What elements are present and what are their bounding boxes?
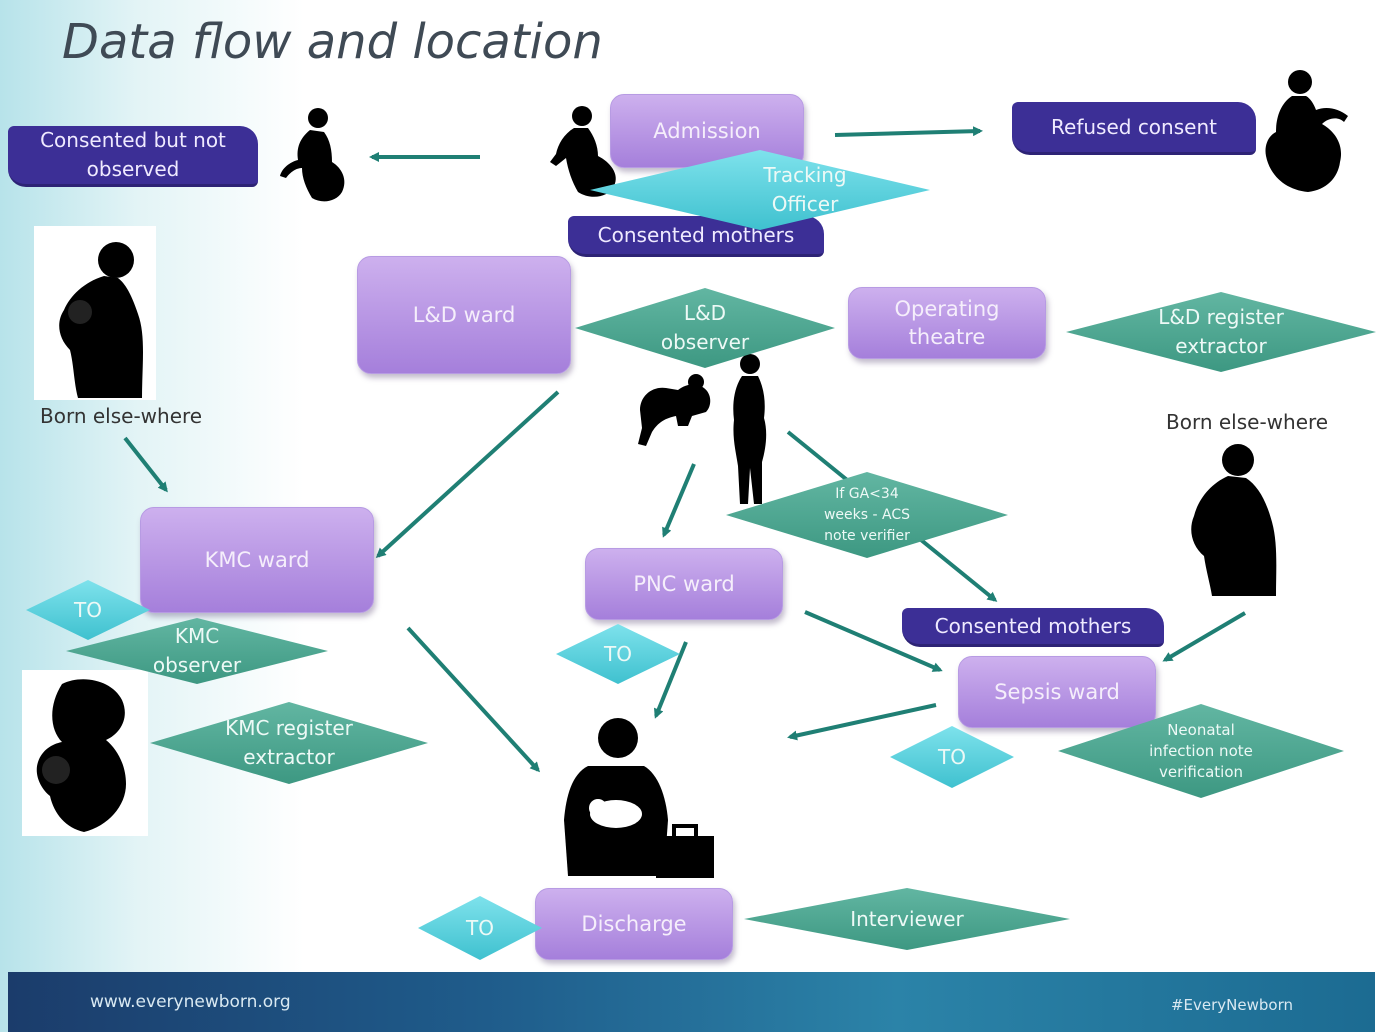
banner-refused-consent: Refused consent [1012,102,1256,155]
footer-hashtag: #EveryNewborn [1170,996,1293,1014]
label-born-elsewhere-left: Born else-where [40,404,203,428]
role-to-discharge-label: TO [466,915,494,940]
banner-consented-not-observed: Consented but not observed [8,126,258,187]
mother-holding-baby-frame [22,670,148,836]
role-interviewer-label: Interviewer [850,906,964,931]
node-discharge: Discharge [535,888,733,960]
node-pnc-ward: PNC ward [585,548,783,620]
arrow-ld-to-kmc [375,390,560,559]
role-kmc-observer-label: KMC observer [152,624,242,677]
mother-with-baby-and-bag-icon [564,718,714,878]
banner-consented-mothers-bottom-label: Consented mothers [934,613,1132,638]
node-pnc-ward-label: PNC ward [633,571,735,596]
role-ld-register-extractor-label: L&D register extractor [1158,305,1284,358]
mother-with-baby-icon [1191,444,1277,596]
mother-with-baby-icon [59,242,144,398]
banner-refused-consent-label: Refused consent [1051,114,1217,139]
banner-consented-not-observed-label: Consented but not observed [40,128,226,181]
role-kmc-register-extractor-label: KMC register extractor [225,716,353,769]
arrow-kmc-to-discharge [406,626,541,773]
node-operating-theatre-label: Operating theatre [894,296,1000,349]
arrow-to-pnc [662,463,696,538]
newborn-care-icon [638,374,711,446]
role-to-kmc-label: TO [74,597,102,622]
arrow-pnc-to-discharge [653,641,688,719]
arrow-sepsis-to-discharge [787,703,937,741]
node-operating-theatre: Operating theatre [848,287,1046,359]
banner-consented-mothers-bottom: Consented mothers [902,608,1164,647]
role-acs-note-verifier-label: If GA<34 weeks - ACS note verifier [823,485,911,544]
node-sepsis-ward: Sepsis ward [958,656,1156,728]
role-to-pnc-label: TO [604,641,632,666]
footer-bar: www.everynewborn.org #EveryNewborn [8,972,1375,1032]
mother-with-baby-frame [34,226,156,400]
label-born-elsewhere-right: Born else-where [1166,410,1329,434]
pregnant-woman-icon [550,106,616,197]
node-admission-label: Admission [653,118,761,143]
arrow-born-elsewhere-to-sepsis [1162,611,1247,662]
node-sepsis-ward-label: Sepsis ward [994,679,1120,704]
node-kmc-ward: KMC ward [140,507,374,613]
pregnant-woman-icon [280,108,345,202]
arrow-pnc-to-sepsis [804,610,943,672]
node-discharge-label: Discharge [581,911,687,936]
role-ld-observer-label: L&D observer [660,301,750,354]
mother-holding-baby-icon [36,679,126,832]
pregnant-woman-icon [1265,70,1348,192]
node-ld-ward-label: L&D ward [412,302,516,327]
standing-woman-icon [733,354,767,504]
node-kmc-ward-label: KMC ward [204,547,310,572]
role-to-sepsis-label: TO [938,744,966,769]
page-title: Data flow and location [62,14,603,70]
arrow-to-refused [834,126,983,137]
role-neonatal-infection-note-verification-label: Neonatal infection note verification [1149,720,1253,781]
node-ld-ward: L&D ward [357,256,571,374]
footer-website-link[interactable]: www.everynewborn.org [90,992,291,1012]
arrow-born-elsewhere-to-kmc [123,436,168,493]
